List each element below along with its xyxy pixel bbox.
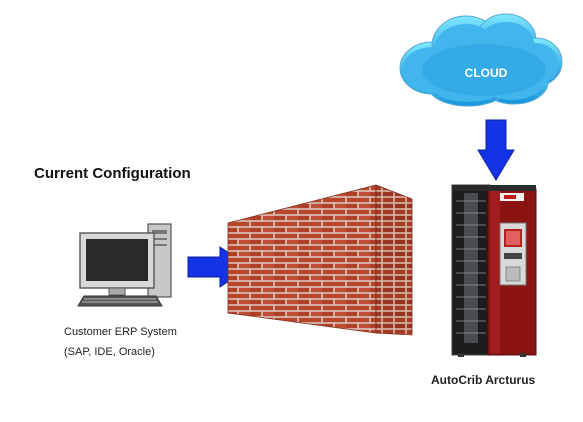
erp-system-label: Customer ERP System (SAP, IDE, Oracle) bbox=[64, 322, 177, 362]
erp-label-line2: (SAP, IDE, Oracle) bbox=[64, 346, 155, 358]
brick-wall-firewall bbox=[227, 184, 413, 336]
cloud-icon bbox=[399, 13, 563, 107]
vending-machine-icon bbox=[451, 184, 537, 357]
machine-label: AutoCrib Arcturus bbox=[431, 373, 536, 387]
computer-icon bbox=[77, 223, 172, 307]
diagram-title: Current Configuration bbox=[34, 165, 191, 182]
erp-label-line1: Customer ERP System bbox=[64, 326, 177, 338]
cloud-label: CLOUD bbox=[464, 66, 508, 80]
arrow-down bbox=[477, 119, 515, 181]
